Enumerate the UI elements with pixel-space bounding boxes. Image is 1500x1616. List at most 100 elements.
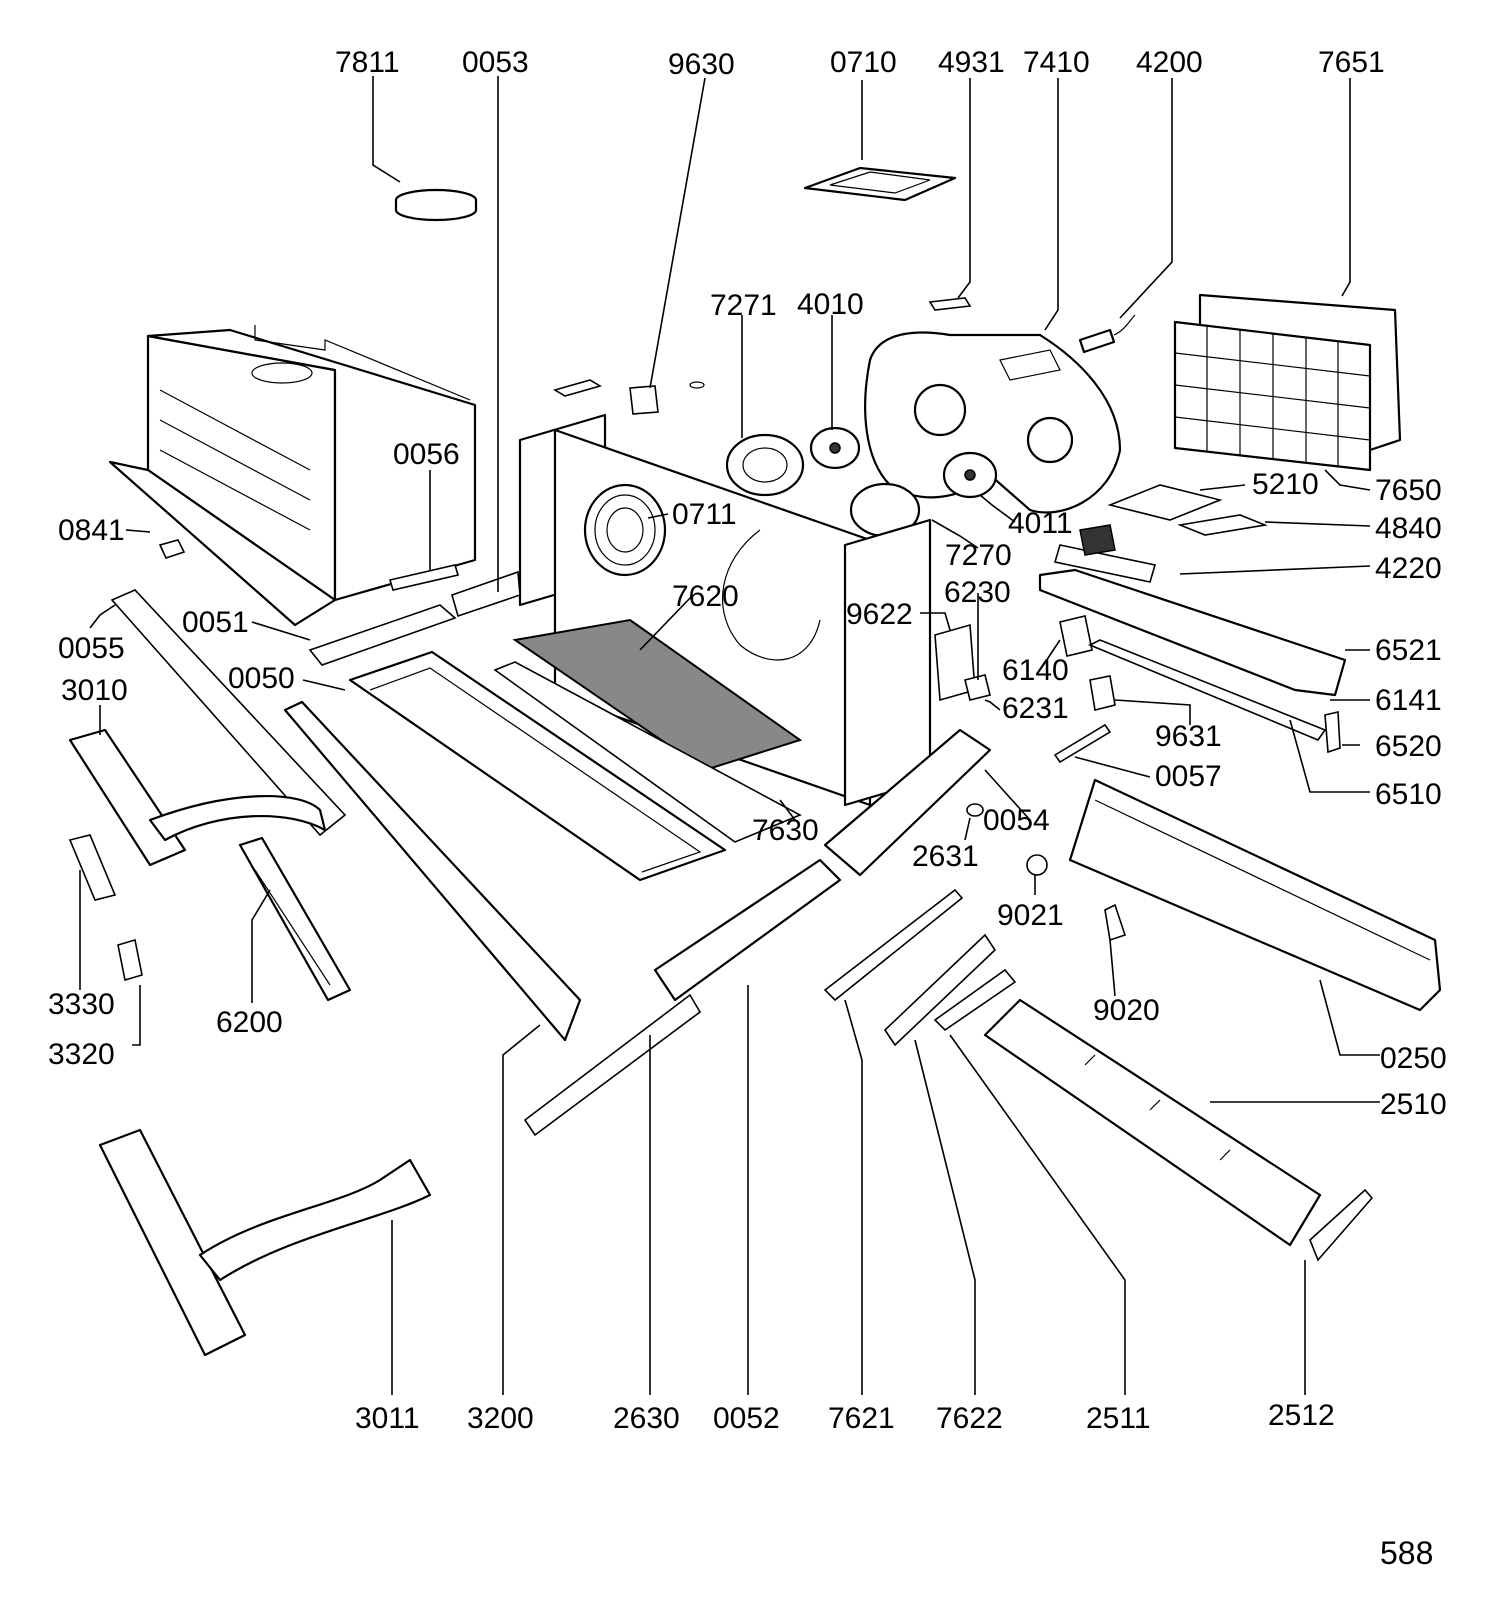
label-9631: 9631 (1155, 720, 1222, 753)
label-2510: 2510 (1380, 1088, 1447, 1121)
part-rear-housing (108, 325, 477, 627)
part-6141-lamp (1088, 639, 1327, 741)
label-0710: 0710 (830, 46, 897, 79)
part-number-labels: 7811 0053 9630 0710 4931 7410 4200 7651 … (48, 46, 1447, 1435)
page-number: 588 (1380, 1535, 1433, 1571)
part-7271-impeller (725, 433, 805, 497)
label-7650: 7650 (1375, 474, 1442, 507)
label-0054: 0054 (983, 804, 1050, 837)
part-fan-opening (721, 529, 821, 661)
part-0250-channel (1068, 778, 1442, 1012)
label-6230: 6230 (944, 576, 1011, 609)
part-6521-housing (1038, 568, 1347, 697)
label-2631: 2631 (912, 840, 979, 873)
label-7410: 7410 (1023, 46, 1090, 79)
part-5210-board (1107, 484, 1223, 521)
part-0057-strip (1053, 723, 1112, 764)
label-6140: 6140 (1002, 654, 1069, 687)
part-0055-rail (110, 589, 347, 837)
label-2511: 2511 (1086, 1402, 1151, 1435)
part-4220-transformer (1053, 524, 1157, 583)
part-2630-slide (523, 993, 702, 1137)
label-0711: 0711 (672, 498, 737, 531)
label-4840: 4840 (1375, 512, 1442, 545)
label-7811: 7811 (335, 46, 400, 79)
label-9021: 9021 (997, 899, 1064, 932)
label-7620: 7620 (672, 580, 739, 613)
label-2630: 2630 (613, 1402, 680, 1435)
part-6140-holder (1059, 615, 1093, 657)
part-7650-grease-filter (1173, 320, 1372, 472)
part-9631-clip (1089, 675, 1116, 711)
part-0711-grille (583, 483, 667, 577)
part-6200-bar (238, 836, 352, 1002)
part-2512-endcap (1309, 1188, 1374, 1262)
part-3330-clip (68, 834, 117, 901)
part-0054-box (823, 728, 992, 877)
part-7621-rail (823, 888, 964, 1002)
part-7811-cap (394, 188, 478, 222)
part-2510-glass (983, 998, 1322, 1247)
part-7620-mesh-filter (512, 618, 803, 772)
label-3010: 3010 (61, 674, 128, 707)
label-6200: 6200 (216, 1006, 283, 1039)
part-4200-capacitor (1078, 314, 1136, 354)
part-0052-box (653, 858, 842, 1002)
label-2512: 2512 (1268, 1399, 1335, 1432)
label-6521: 6521 (1375, 634, 1442, 667)
part-0056-strip (388, 564, 460, 591)
part-9021-nut (1026, 854, 1048, 876)
label-7270: 7270 (945, 539, 1012, 572)
part-4840-sheet (1177, 514, 1268, 536)
label-7621: 7621 (828, 1402, 895, 1435)
part-6520-endcap (1324, 711, 1341, 754)
part-2511-rail (933, 968, 1017, 1032)
label-0053: 0053 (462, 46, 529, 79)
label-5210: 5210 (1252, 468, 1319, 501)
label-0050: 0050 (228, 662, 295, 695)
label-0055: 0055 (58, 632, 125, 665)
label-6141: 6141 (1375, 684, 1442, 717)
part-7622-rail (883, 933, 997, 1047)
label-0841: 0841 (58, 514, 125, 547)
label-7630: 7630 (752, 814, 819, 847)
label-4931: 4931 (938, 46, 1005, 79)
label-3330: 3330 (48, 988, 115, 1021)
label-9020: 9020 (1093, 994, 1160, 1027)
label-9622: 9622 (846, 598, 913, 631)
leader-lines (79, 76, 1380, 1395)
part-9622-bracket (934, 623, 991, 702)
part-7410-fan-housing (864, 331, 1122, 514)
part-4931 (928, 297, 972, 311)
part-9020-clip (1104, 903, 1127, 942)
label-0057: 0057 (1155, 760, 1222, 793)
label-4010: 4010 (797, 288, 864, 321)
label-6510: 6510 (1375, 778, 1442, 811)
part-0710-plate (803, 166, 957, 202)
label-6520: 6520 (1375, 730, 1442, 763)
part-0050-frame (348, 650, 727, 882)
part-3320-clip (117, 938, 143, 982)
label-0051: 0051 (182, 606, 249, 639)
label-7271: 7271 (710, 289, 777, 322)
part-2631-ring (966, 803, 984, 817)
part-0841-clip (158, 539, 186, 559)
part-9630 (553, 379, 705, 415)
part-3200-bar (283, 700, 582, 1042)
label-4011: 4011 (1008, 507, 1073, 540)
part-4011-motor (942, 451, 998, 499)
label-3011: 3011 (355, 1402, 420, 1435)
label-7622: 7622 (936, 1402, 1003, 1435)
part-4010-motor (809, 426, 861, 470)
label-3200: 3200 (467, 1402, 534, 1435)
label-0052: 0052 (713, 1402, 780, 1435)
label-4220: 4220 (1375, 552, 1442, 585)
part-7630-strip (493, 661, 802, 843)
part-3011-handle (98, 1128, 432, 1357)
part-3010-handle (68, 728, 327, 867)
label-0250: 0250 (1380, 1042, 1447, 1075)
label-7651: 7651 (1318, 46, 1385, 79)
label-4200: 4200 (1136, 46, 1203, 79)
label-3320: 3320 (48, 1038, 115, 1071)
